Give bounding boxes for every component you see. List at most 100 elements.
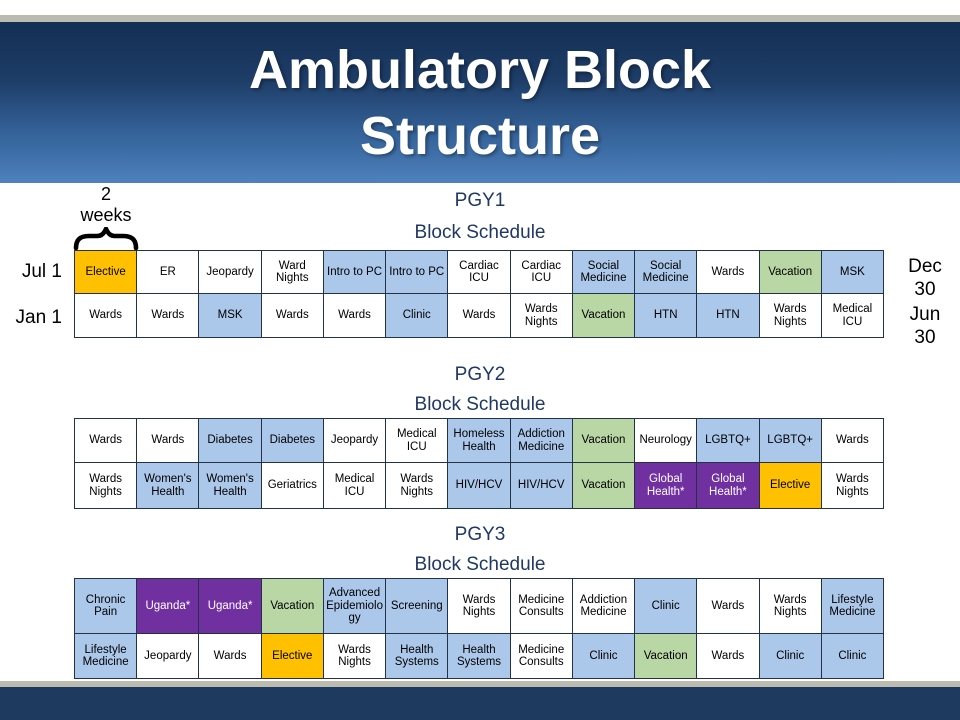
schedule-cell: Neurology [635, 419, 697, 462]
schedule-cell: Elective [261, 634, 323, 678]
schedule-cell: Vacation [572, 294, 635, 337]
schedule-cell: Clinic [821, 634, 883, 678]
schedule-cell: Screening [386, 579, 448, 633]
schedule-cell: Intro to PC [386, 251, 448, 293]
schedule-cell: ER [137, 251, 199, 293]
schedule-cell: Vacation [572, 419, 635, 462]
schedule-cell: Vacation [759, 251, 821, 293]
schedule-cell: Health Systems [448, 634, 510, 678]
schedule-cell: Vacation [635, 634, 697, 678]
schedule-cell: Homeless Health [448, 419, 510, 462]
schedule-cell: LGBTQ+ [759, 419, 821, 462]
pgy1-section-title: PGY1 [454, 190, 506, 211]
schedule-cell: Wards [697, 579, 759, 633]
two-weeks-annotation-line-1: 2 [100, 184, 111, 204]
pgy1-row1-end-date: Dec 30 [896, 255, 954, 301]
schedule-cell: Vacation [261, 579, 323, 633]
schedule-cell: Wards Nights [759, 579, 821, 633]
schedule-cell: Jeopardy [199, 251, 261, 293]
end-date-line-1: Dec [908, 256, 942, 277]
schedule-cell: Wards Nights [759, 294, 821, 337]
schedule-cell: Wards [697, 251, 759, 293]
schedule-cell: Advanced Epidemiology [323, 579, 386, 633]
two-weeks-annotation: 2 weeks [64, 184, 148, 226]
schedule-cell: Diabetes [199, 419, 261, 462]
schedule-cell: Global Health* [635, 463, 697, 508]
schedule-cell: Jeopardy [323, 419, 386, 462]
schedule-cell: Vacation [572, 463, 635, 508]
schedule-cell: Medical ICU [323, 463, 386, 508]
end-date-line-1: Jun [909, 304, 941, 325]
schedule-cell: Wards Nights [386, 463, 448, 508]
schedule-cell: Uganda* [137, 579, 199, 633]
pgy1-row2-start-date: Jan 1 [15, 307, 62, 328]
top-divider-bar [0, 15, 960, 22]
schedule-cell: HIV/HCV [510, 463, 572, 508]
slide-title-line-2: Structure [359, 105, 601, 166]
brace-icon [73, 227, 139, 250]
schedule-cell: Addiction Medicine [572, 579, 635, 633]
schedule-cell: LGBTQ+ [697, 419, 759, 462]
schedule-cell: Wards Nights [821, 463, 883, 508]
schedule-cell: Intro to PC [323, 251, 386, 293]
pgy1-row2-end-date: Jun 30 [896, 303, 954, 349]
schedule-cell: Ward Nights [261, 251, 323, 293]
pgy1-row1-start-date: Jul 1 [21, 261, 62, 282]
footer-bar [0, 687, 960, 720]
schedule-cell: Elective [75, 251, 137, 293]
schedule-cell: Wards [323, 294, 386, 337]
schedule-cell: Medicine Consults [510, 634, 572, 678]
pgy2-section-subtitle: Block Schedule [414, 394, 546, 415]
schedule-cell: Cardiac ICU [448, 251, 510, 293]
schedule-cell: Medicine Consults [510, 579, 572, 633]
schedule-cell: Wards [199, 634, 261, 678]
slide-title-line-1: Ambulatory Block [248, 39, 712, 100]
schedule-cell: HTN [697, 294, 759, 337]
schedule-cell: Addiction Medicine [510, 419, 572, 462]
bottom-divider-bar [0, 681, 960, 687]
schedule-cell: Wards Nights [323, 634, 386, 678]
schedule-cell: Clinic [572, 634, 635, 678]
schedule-cell: Geriatrics [261, 463, 323, 508]
schedule-cell: Lifestyle Medicine [821, 579, 883, 633]
schedule-cell: Wards [137, 419, 199, 462]
schedule-cell: MSK [199, 294, 261, 337]
schedule-cell: Wards [75, 419, 137, 462]
title-banner: Ambulatory Block Structure [0, 22, 960, 183]
schedule-cell: Health Systems [386, 634, 448, 678]
schedule-cell: Wards [448, 294, 510, 337]
schedule-cell: Jeopardy [137, 634, 199, 678]
schedule-cell: Wards [821, 419, 883, 462]
schedule-cell: Clinic [635, 579, 697, 633]
end-date-line-2: 30 [914, 279, 936, 300]
schedule-cell: Global Health* [697, 463, 759, 508]
schedule-cell: Wards [137, 294, 199, 337]
schedule-cell: Wards Nights [448, 579, 510, 633]
schedule-cell: Diabetes [261, 419, 323, 462]
schedule-cell: Wards [75, 294, 137, 337]
schedule-cell: Wards Nights [510, 294, 572, 337]
schedule-cell: Women's Health [137, 463, 199, 508]
schedule-cell: Lifestyle Medicine [75, 634, 137, 678]
schedule-cell: Uganda* [199, 579, 261, 633]
pgy2-section-title: PGY2 [454, 364, 506, 385]
schedule-cell: MSK [821, 251, 883, 293]
two-weeks-annotation-line-2: weeks [80, 205, 132, 225]
schedule-cell: HTN [635, 294, 697, 337]
schedule-cell: Wards [261, 294, 323, 337]
pgy1-section-subtitle: Block Schedule [414, 222, 546, 243]
end-date-line-2: 30 [914, 327, 936, 348]
schedule-cell: Medical ICU [821, 294, 883, 337]
schedule-cell: Clinic [386, 294, 448, 337]
schedule-cell: Women's Health [199, 463, 261, 508]
schedule-cell: Cardiac ICU [510, 251, 572, 293]
schedule-cell: Clinic [759, 634, 821, 678]
schedule-cell: Chronic Pain [75, 579, 137, 633]
schedule-cell: Elective [759, 463, 821, 508]
schedule-cell: Social Medicine [572, 251, 635, 293]
pgy3-section-title: PGY3 [454, 524, 506, 545]
